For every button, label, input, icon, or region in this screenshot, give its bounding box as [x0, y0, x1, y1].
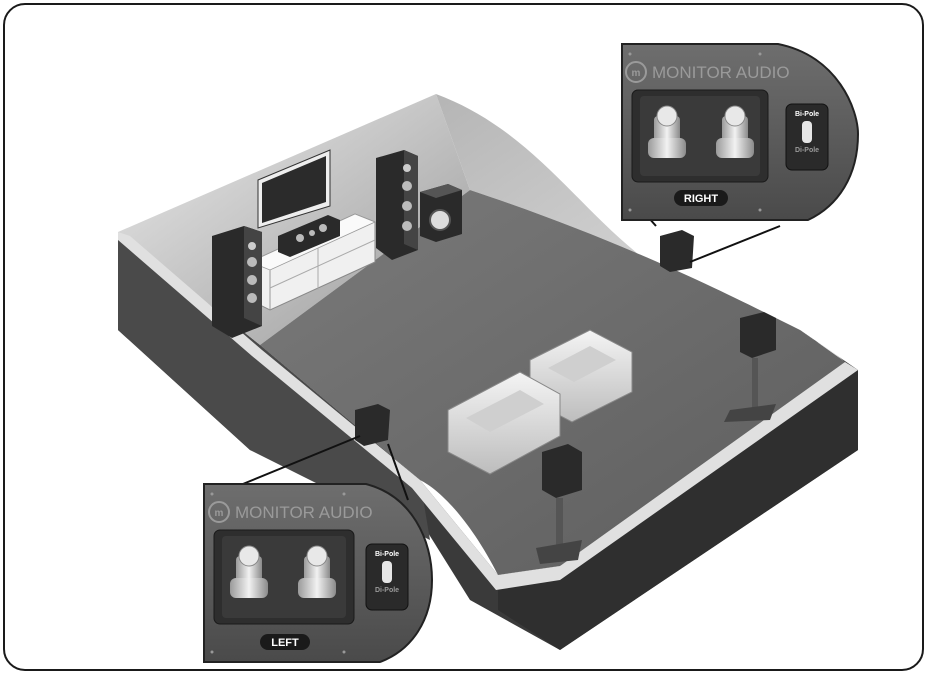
left-switch-bottom-label: Di-Pole [375, 587, 399, 594]
right-terminal-panel: m MONITOR AUDIO Bi-Pole Di-Pole RIGHT [622, 44, 858, 220]
right-tower-speaker [376, 150, 418, 260]
right-brand-text: MONITOR AUDIO [652, 63, 790, 82]
subwoofer [420, 184, 462, 242]
svg-text:m: m [215, 508, 224, 519]
left-surround-speaker [355, 404, 390, 446]
right-surround-speaker [660, 230, 694, 272]
left-brand-text: MONITOR AUDIO [235, 503, 373, 522]
left-switch-top-label: Bi-Pole [375, 551, 399, 558]
left-panel-label: LEFT [271, 637, 299, 649]
switch-toggle-icon [802, 121, 812, 143]
left-terminal-panel: m MONITOR AUDIO Bi-Pole Di-Pole LEFT [204, 484, 432, 662]
right-panel-label: RIGHT [684, 193, 719, 205]
svg-text:m: m [632, 68, 641, 79]
right-switch-bottom-label: Di-Pole [795, 147, 819, 154]
left-tower-speaker [212, 226, 262, 338]
switch-toggle-icon [382, 561, 392, 583]
right-switch-top-label: Bi-Pole [795, 111, 819, 118]
